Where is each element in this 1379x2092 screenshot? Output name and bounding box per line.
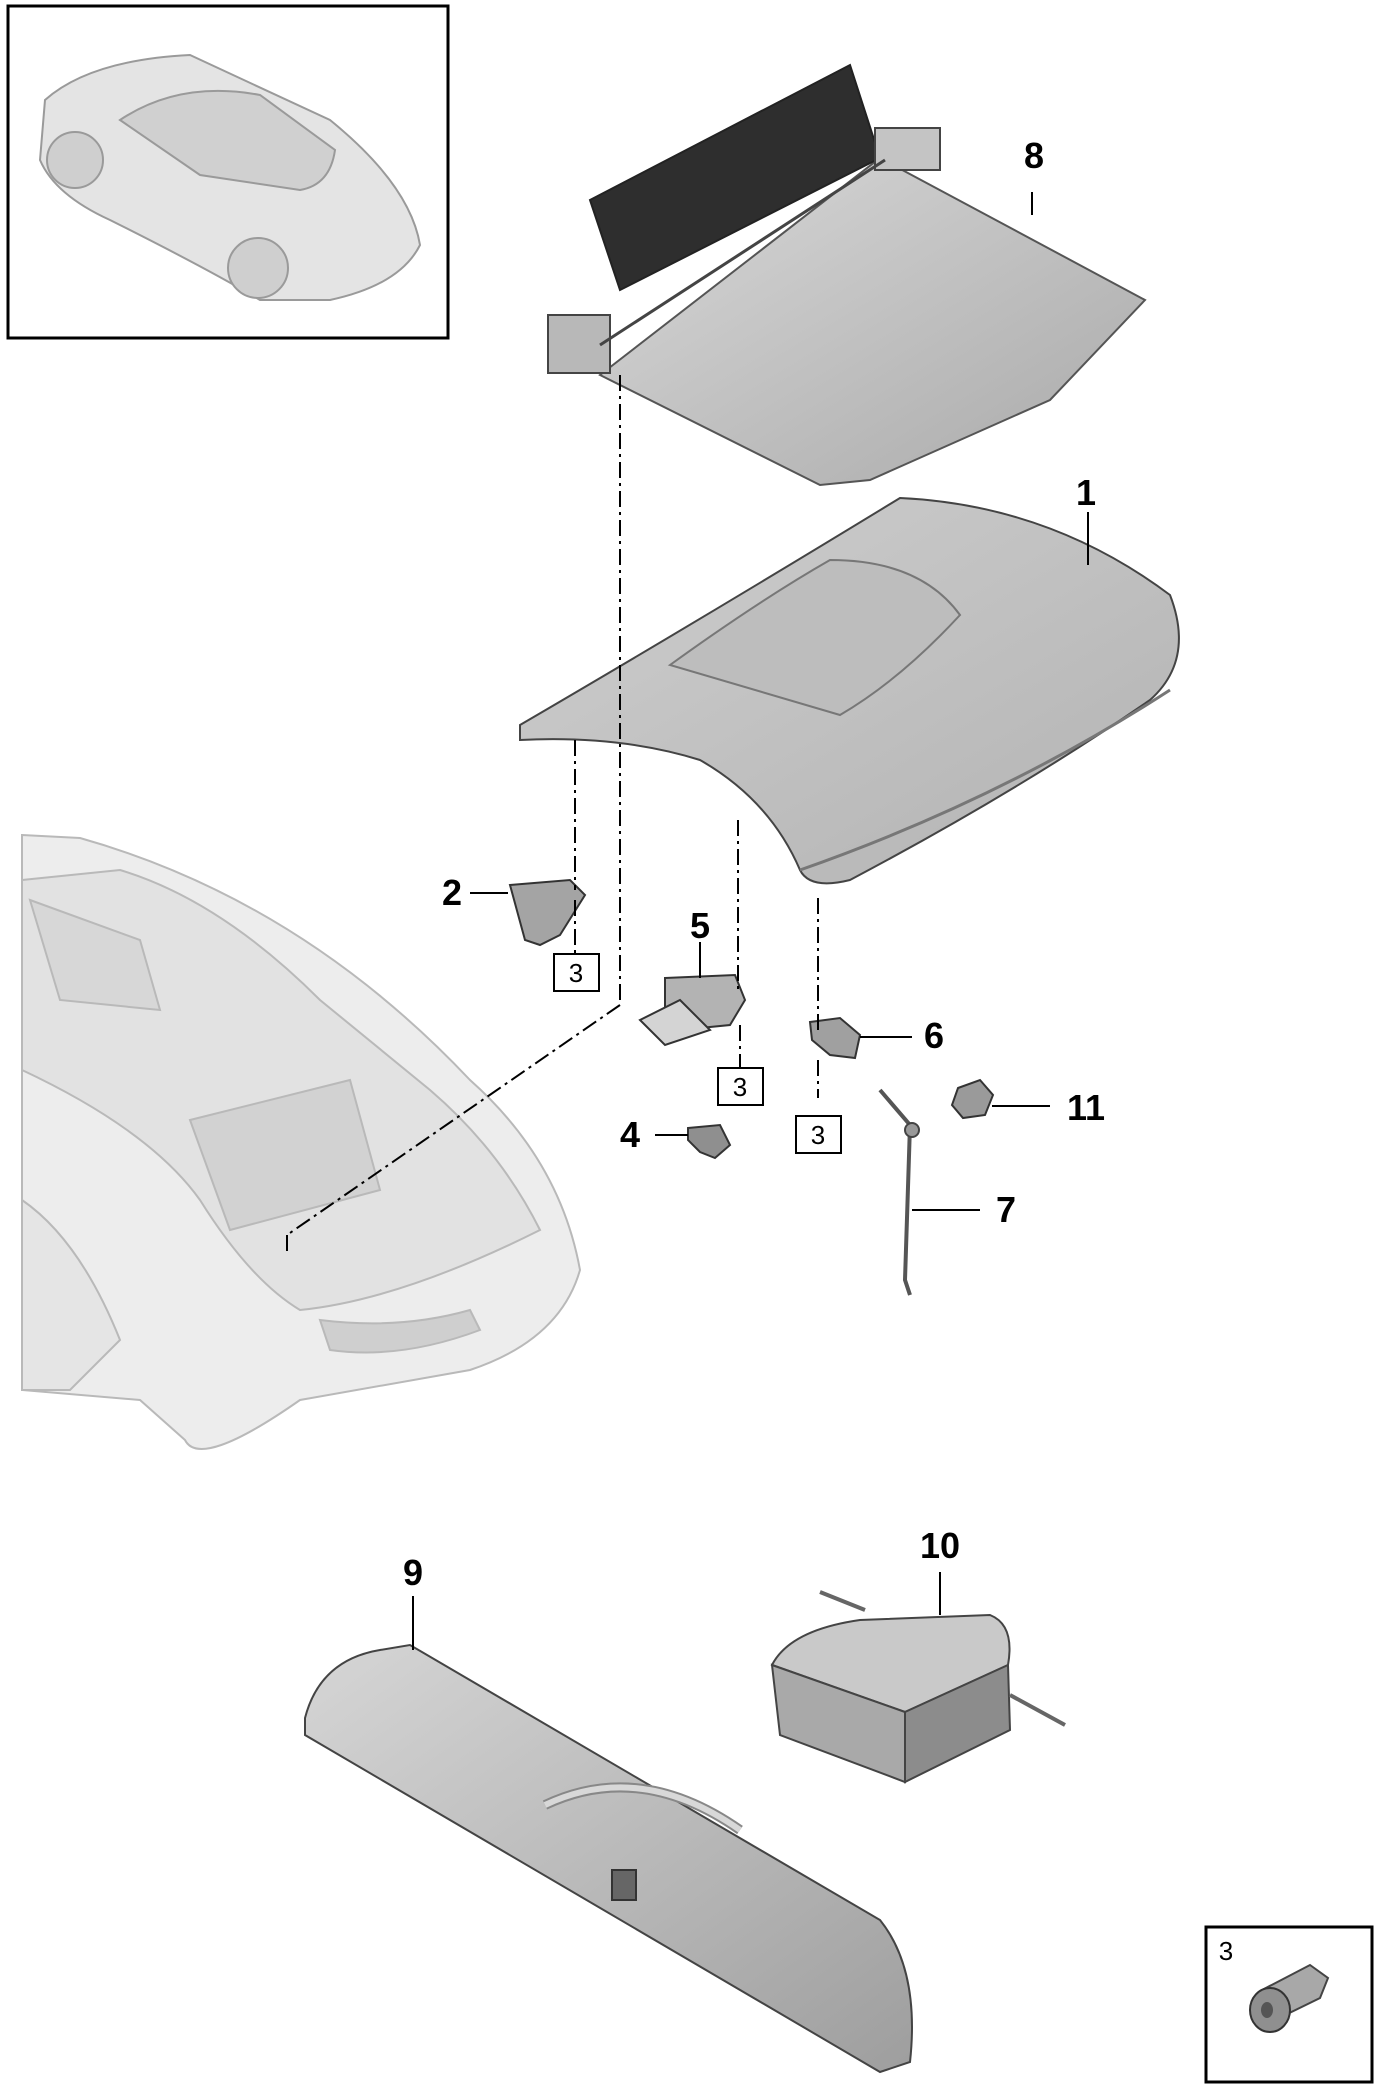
callout-2: 2 — [442, 872, 462, 913]
ref-box-2: 3 — [717, 1067, 764, 1106]
callout-5: 5 — [690, 905, 710, 946]
part-rear-shelf — [519, 496, 1180, 885]
callout-7: 7 — [996, 1189, 1016, 1230]
callout-8: 8 — [1024, 135, 1044, 176]
svg-text:3: 3 — [733, 1072, 747, 1102]
leader-lines — [412, 192, 1089, 1650]
overview-thumbnail — [6, 4, 450, 340]
part-bracket-2 — [508, 878, 587, 947]
ref-box-1: 3 — [553, 953, 600, 992]
legend-number: 3 — [1219, 1936, 1233, 1966]
callout-labels: 1 8 2 5 6 4 11 7 9 10 — [403, 135, 1105, 1593]
callout-10: 10 — [920, 1525, 960, 1566]
part-cable-7 — [878, 1088, 920, 1296]
screw-icon — [1249, 1963, 1330, 2033]
svg-text:3: 3 — [811, 1120, 825, 1150]
callout-9: 9 — [403, 1552, 423, 1593]
part-catch-11 — [950, 1078, 995, 1120]
ref-box-3: 3 — [795, 1115, 842, 1154]
part-storage-box — [770, 1590, 1066, 1784]
callout-1: 1 — [1076, 472, 1096, 513]
part-clip-4 — [687, 1123, 732, 1160]
legend-box: 3 — [1204, 1925, 1374, 2084]
overview-car — [38, 53, 422, 301]
vehicle-body-ghost — [21, 833, 582, 1450]
callout-11: 11 — [1067, 1087, 1105, 1128]
callout-4: 4 — [620, 1114, 640, 1155]
part-bracket-5 — [638, 973, 747, 1047]
assembly-lines — [286, 375, 819, 1255]
callout-6: 6 — [924, 1015, 944, 1056]
part-roller-blind — [547, 63, 1147, 487]
part-ski-bag — [304, 1643, 913, 2074]
svg-text:3: 3 — [569, 958, 583, 988]
part-hook-6 — [808, 1016, 862, 1060]
